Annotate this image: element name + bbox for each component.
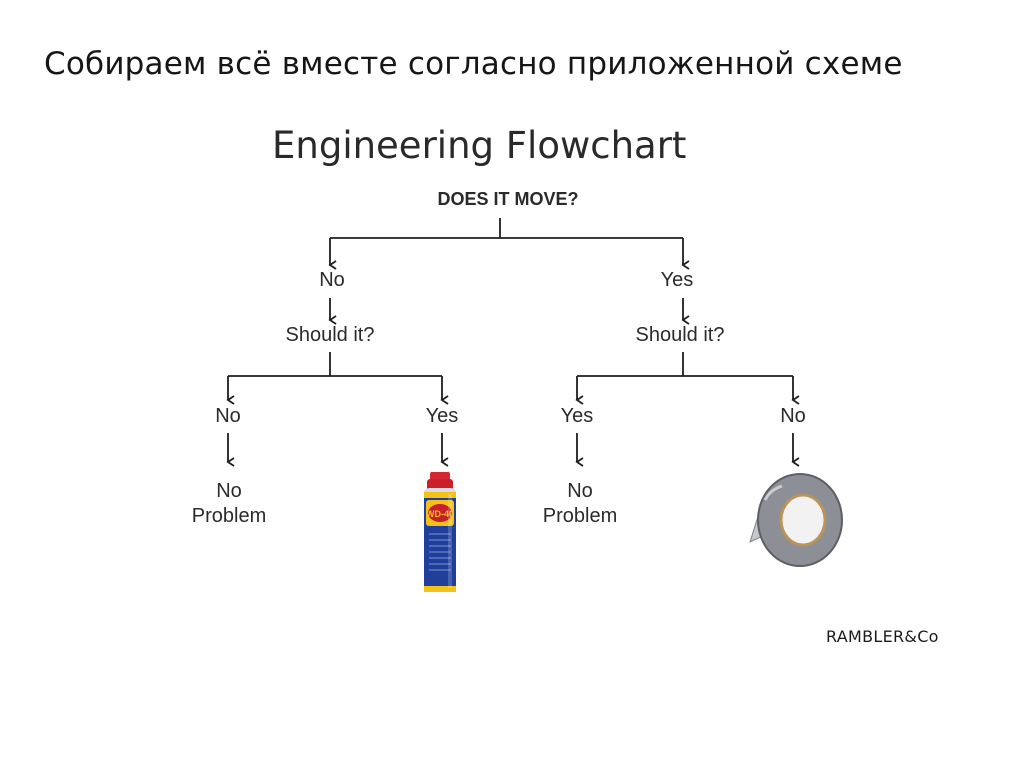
node-right-no: No (780, 405, 806, 427)
duct-tape-icon (749, 473, 843, 567)
node-right-no-problem: No Problem (542, 480, 618, 527)
wd40-can-label: WD-40 (426, 509, 454, 519)
node-no: No (319, 269, 345, 291)
node-left-yes: Yes (425, 405, 459, 427)
node-right-yes: Yes (560, 405, 594, 427)
node-does-it-move: DOES IT MOVE? (437, 189, 579, 209)
node-yes: Yes (660, 269, 694, 291)
node-should-it-right: Should it? (635, 324, 725, 346)
flowchart-title: Engineering Flowchart (272, 124, 687, 167)
rambler-logo: RAMBLER&Co (826, 627, 939, 646)
node-left-no: No (215, 405, 241, 427)
node-left-no-problem: No Problem (191, 480, 267, 527)
slide-title: Собираем всё вместе согласно приложенной… (44, 46, 903, 82)
node-should-it-left: Should it? (285, 324, 375, 346)
wd40-can-icon: WD-40 (424, 472, 456, 592)
